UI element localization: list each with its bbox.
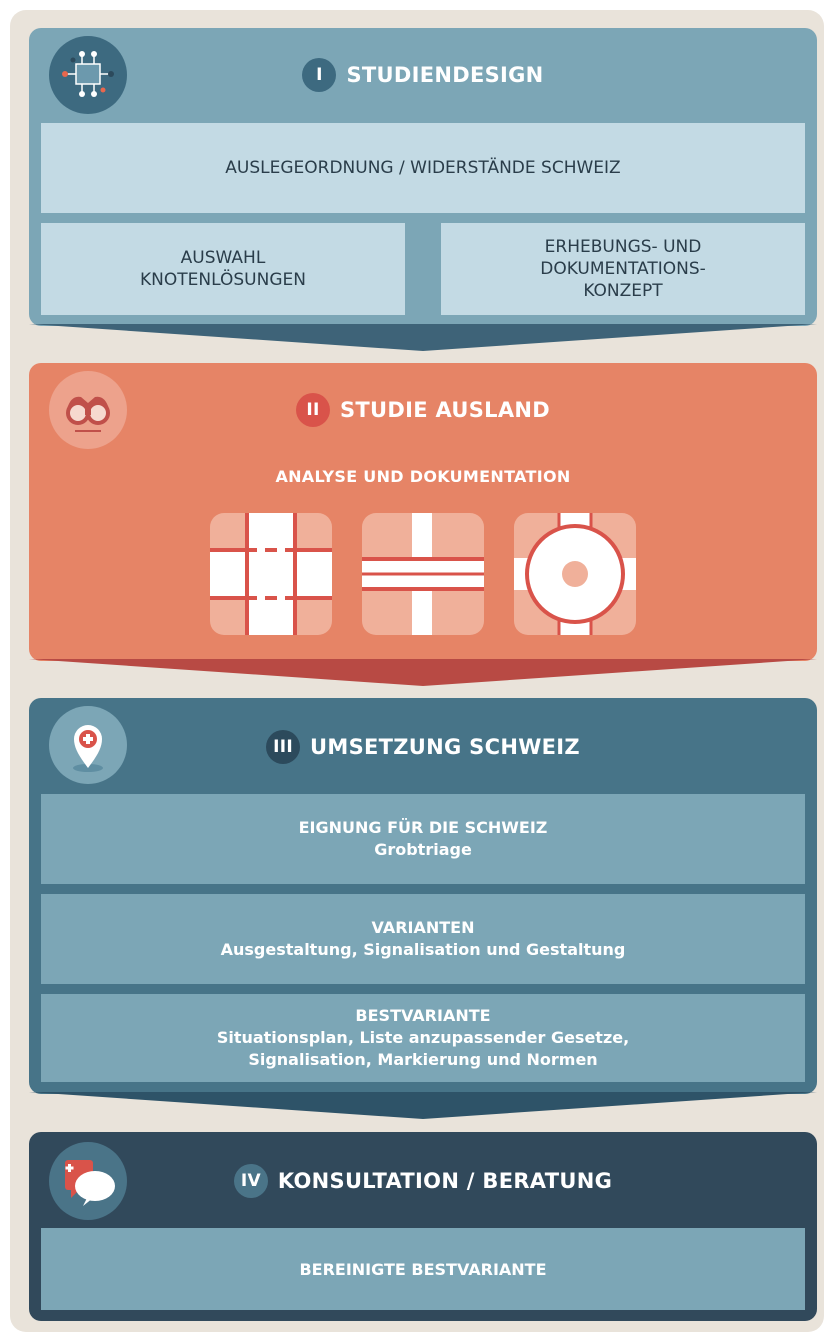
- stage-3-arrow: [29, 1092, 817, 1119]
- stage-3-box-varianten: VARIANTEN Ausgestaltung, Signalisation u…: [41, 894, 805, 984]
- stage-4-panel: IV KONSULTATION / BERATUNG BEREINIGTE BE…: [29, 1132, 817, 1321]
- stage-1-numeral: I: [302, 58, 337, 92]
- stage-1-box-erhebung: ERHEBUNGS- UND DOKUMENTATIONS- KONZEPT: [441, 223, 805, 315]
- stage-3-title: UMSETZUNG SCHWEIZ: [310, 735, 580, 759]
- stage-1-panel: I STUDIENDESIGN AUSLEGEORDNUNG / WIDERST…: [29, 28, 817, 326]
- stage-3-box-bestvariante: BESTVARIANTE Situationsplan, Liste anzup…: [41, 994, 805, 1082]
- stage-2-subtitle: ANALYSE UND DOKUMENTATION: [275, 467, 571, 486]
- circuit-icon: [49, 36, 127, 114]
- stage-1-title-row: I STUDIENDESIGN: [29, 58, 817, 92]
- stage-3-box-text: Situationsplan, Liste anzupassender Gese…: [216, 1028, 630, 1069]
- stage-2-title-row: II STUDIE AUSLAND: [29, 393, 817, 427]
- binoculars-icon: [49, 371, 127, 449]
- stage-4-numeral: IV: [233, 1164, 268, 1198]
- stage-3-box-text: Grobtriage: [374, 840, 472, 859]
- stage-1-arrow: [29, 324, 817, 351]
- crossroad-icon: [210, 513, 332, 635]
- stage-3-title-row: III UMSETZUNG SCHWEIZ: [29, 730, 817, 764]
- stage-4-box-bereinigte: BEREINIGTE BESTVARIANTE: [41, 1228, 805, 1310]
- stage-1-title: STUDIENDESIGN: [346, 63, 544, 87]
- stage-1-box-text: AUSLEGEORDNUNG / WIDERSTÄNDE SCHWEIZ: [225, 158, 621, 178]
- stage-2-title: STUDIE AUSLAND: [339, 398, 551, 422]
- stage-3-panel: III UMSETZUNG SCHWEIZ EIGNUNG FÜR DIE SC…: [29, 698, 817, 1094]
- stage-4-title: KONSULTATION / BERATUNG: [277, 1169, 613, 1193]
- stage-2-numeral: II: [295, 393, 330, 427]
- location-pin-icon: [49, 706, 127, 784]
- stage-3-box-heading: BESTVARIANTE: [355, 1006, 491, 1025]
- stage-2-arrow: [29, 659, 817, 686]
- chat-bubbles-icon: [49, 1142, 127, 1220]
- stage-4-title-row: IV KONSULTATION / BERATUNG: [29, 1164, 817, 1198]
- t-junction-icon: [362, 513, 484, 635]
- stage-3-box-text: Ausgestaltung, Signalisation und Gestalt…: [220, 940, 626, 959]
- stage-4-box-text: BEREINIGTE BESTVARIANTE: [299, 1259, 547, 1279]
- stage-3-numeral: III: [266, 730, 301, 764]
- stage-1-box-auswahl: AUSWAHL KNOTENLÖSUNGEN: [41, 223, 405, 315]
- stage-1-box-auslegeordnung: AUSLEGEORDNUNG / WIDERSTÄNDE SCHWEIZ: [41, 123, 805, 213]
- stage-1-box-text: ERHEBUNGS- UND DOKUMENTATIONS- KONZEPT: [540, 237, 706, 301]
- roundabout-icon: [514, 513, 636, 635]
- stage-3-box-heading: VARIANTEN: [371, 918, 475, 937]
- stage-3-box-heading: EIGNUNG FÜR DIE SCHWEIZ: [298, 818, 548, 837]
- stage-1-box-text: AUSWAHL KNOTENLÖSUNGEN: [140, 248, 306, 290]
- stage-3-box-eignung: EIGNUNG FÜR DIE SCHWEIZ Grobtriage: [41, 794, 805, 884]
- stage-2-panel: II STUDIE AUSLAND ANALYSE UND DOKUMENTAT…: [29, 363, 817, 661]
